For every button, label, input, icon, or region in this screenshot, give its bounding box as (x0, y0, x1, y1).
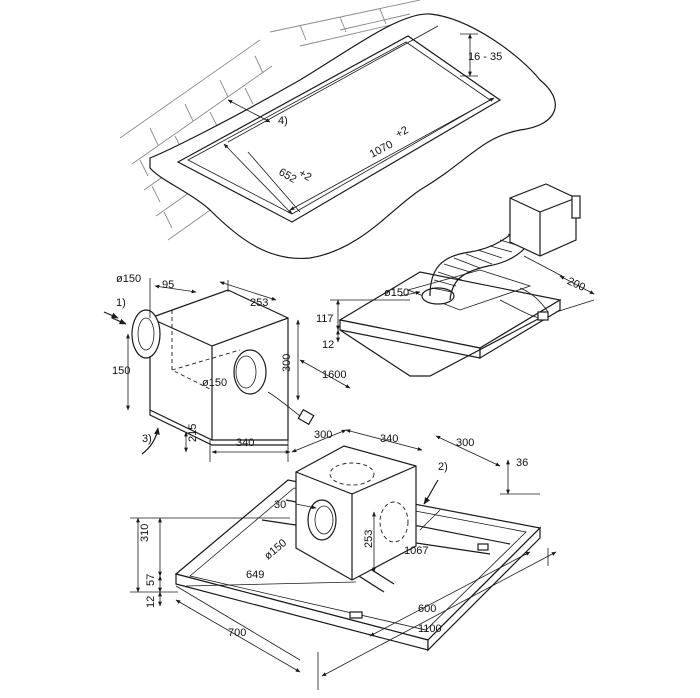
dim-310: 310 (139, 524, 151, 542)
ceiling-cutout-frame (149, 13, 556, 260)
callout-3: 3) (142, 433, 152, 445)
dim-30: 30 (274, 499, 286, 511)
dim-253-front: 253 (363, 530, 375, 548)
dim-117: 117 (316, 313, 334, 325)
dim-253-box: 253 (250, 297, 268, 309)
dim-150-inlet-diameter: ø150 (116, 273, 141, 285)
callout-2: 2) (438, 461, 448, 473)
dim-700: 700 (228, 627, 246, 639)
hood-unit (130, 429, 557, 690)
dim-12-front: 12 (145, 596, 157, 608)
dim-1600: 1600 (322, 369, 346, 381)
ceiling-unit (330, 183, 595, 377)
dim-340-front: 340 (380, 433, 398, 445)
dim-150-outlet-diameter: ø150 (202, 377, 227, 389)
callout-4: 4) (278, 115, 288, 127)
dim-57: 57 (145, 574, 157, 586)
dim-95: 95 (162, 279, 174, 291)
dim-200: 200 (565, 275, 587, 294)
dim-16-35: 16 - 35 (468, 51, 502, 63)
dim-1100: 1100 (418, 623, 442, 635)
dim-150-ceiling-diameter: ø150 (384, 287, 409, 299)
dim-300-box: 300 (281, 354, 293, 372)
dim-1070-tolerance: +2 (394, 124, 411, 140)
dim-215: 215 (187, 424, 199, 442)
dim-600: 600 (418, 603, 436, 615)
dim-340-box: 340 (236, 437, 254, 449)
dim-1067: 1067 (404, 545, 428, 557)
dim-649: 649 (246, 569, 264, 581)
dim-652-tolerance: +2 (297, 167, 314, 184)
dim-12-ceiling: 12 (322, 339, 334, 351)
dim-150-side: 150 (112, 365, 130, 377)
dim-300-front: 300 (314, 429, 332, 441)
fan-box (103, 278, 351, 462)
dim-300-right: 300 (456, 437, 474, 449)
dim-36: 36 (516, 457, 528, 469)
callout-1: 1) (116, 297, 126, 309)
